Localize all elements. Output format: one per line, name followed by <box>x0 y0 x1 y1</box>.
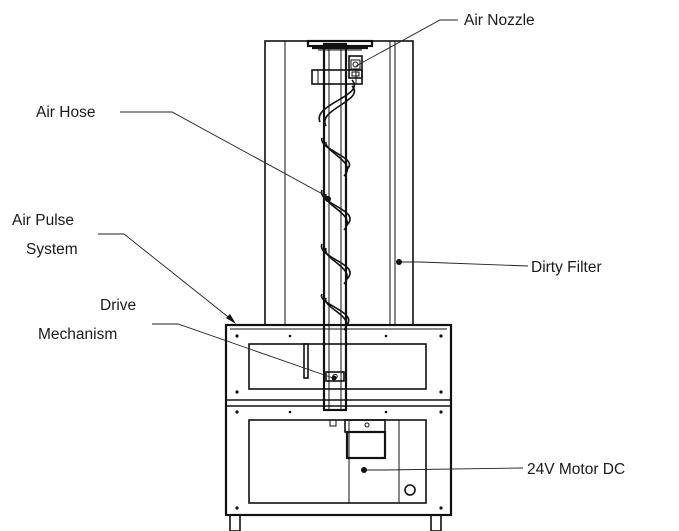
label-air-pulse-line1: Air Pulse <box>12 212 74 229</box>
label-motor: 24V Motor DC <box>527 461 625 478</box>
top-hub <box>306 39 374 85</box>
lower-cabinet <box>224 323 453 531</box>
label-drive-line1: Drive <box>100 297 136 314</box>
label-air-hose: Air Hose <box>36 104 95 121</box>
label-air-nozzle: Air Nozzle <box>464 12 535 29</box>
central-shaft <box>322 42 348 412</box>
label-dirty-filter: Dirty Filter <box>531 259 602 276</box>
callout-leaders <box>98 19 529 473</box>
motor-part <box>329 419 416 496</box>
label-air-pulse-line2: System <box>26 241 78 258</box>
label-drive-line2: Mechanism <box>38 326 117 343</box>
